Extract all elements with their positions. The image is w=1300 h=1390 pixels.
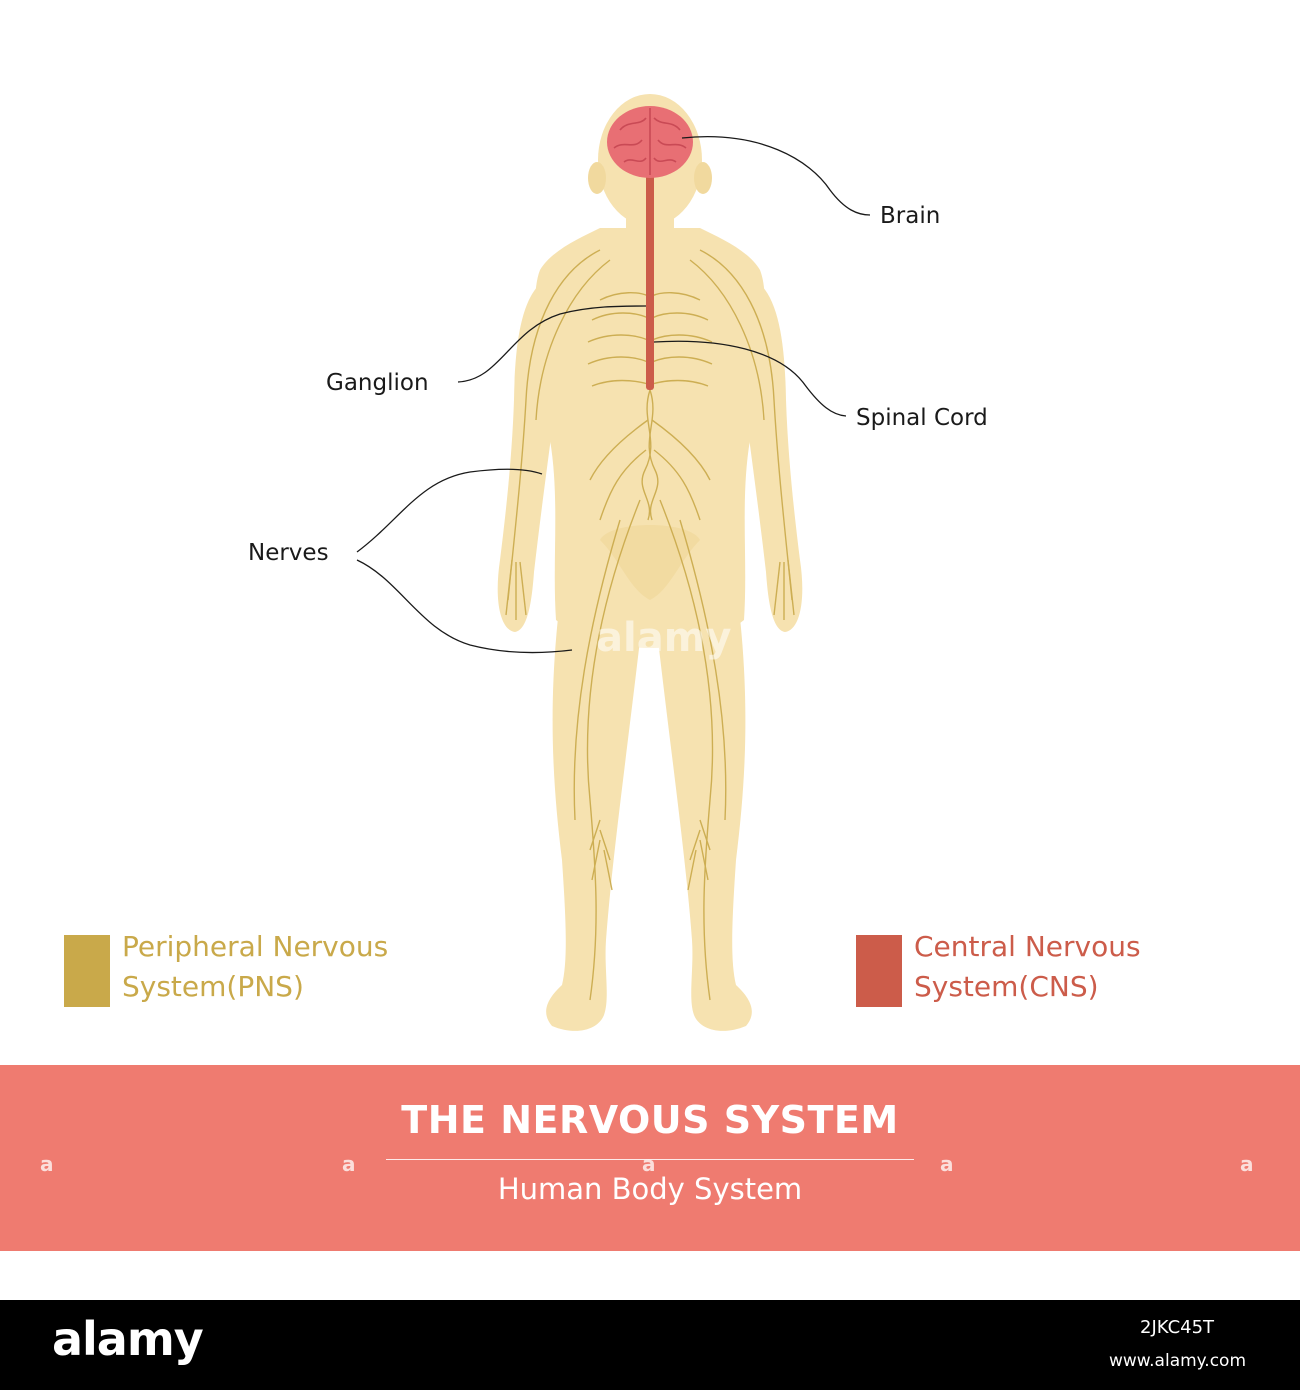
nervous-system-figure [356,94,871,1031]
banner-divider [386,1159,914,1160]
nerves-leader-bottom [356,559,573,654]
footer-logo: alamy [52,1312,204,1366]
pns-legend-line1: Peripheral Nervous [122,930,389,963]
left-ear [588,162,606,194]
brain-leader [681,136,871,216]
nerves-leader-top [356,468,543,553]
cns-legend-swatch [856,935,902,1007]
peripheral-nerves [505,249,795,1001]
label-brain: Brain [880,203,941,229]
label-nerves: Nerves [248,540,329,566]
footer-url: www.alamy.com [1109,1351,1247,1371]
footer-image-code: 2JKC45T [1140,1317,1215,1338]
cns-legend-line1: Central Nervous [914,930,1141,963]
pns-legend-swatch [64,935,110,1007]
label-spinal-cord: Spinal Cord [856,405,988,431]
leader-lines [356,136,871,654]
spinal-cord-leader [653,340,847,417]
ganglion-leader [457,305,647,383]
brain [607,106,693,178]
watermark-glyph: a [642,1152,656,1176]
cns-legend-label: Central Nervous System(CNS) [914,927,1141,1007]
watermark-glyph: a [1240,1152,1254,1176]
watermark-glyph: a [940,1152,954,1176]
left-leg [546,600,640,1031]
watermark-glyph: a [40,1152,54,1176]
pns-legend-line2: System(PNS) [122,970,304,1003]
pns-legend-label: Peripheral Nervous System(PNS) [122,927,388,1007]
cns-legend-line2: System(CNS) [914,970,1099,1003]
right-leg [658,600,752,1031]
title-banner [0,1065,1300,1251]
central-nervous-system [607,106,693,390]
banner-subtitle: Human Body System [497,1172,803,1206]
label-ganglion: Ganglion [326,370,429,396]
pelvis-shading [600,525,700,600]
spinal-cord [646,140,654,390]
right-ear [694,162,712,194]
banner-title: THE NERVOUS SYSTEM [401,1098,899,1142]
watermark-text: alamy [596,615,732,661]
watermark-glyph: a [342,1152,356,1176]
footer-bar [0,1300,1300,1390]
